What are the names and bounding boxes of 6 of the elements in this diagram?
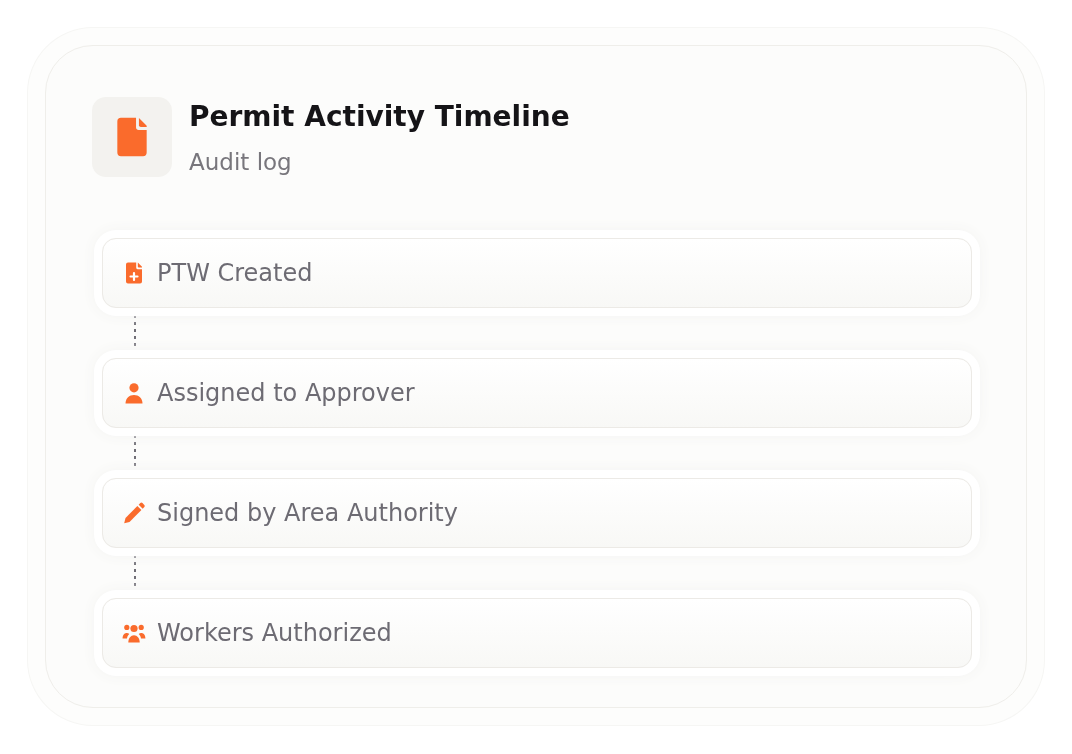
step-label: Signed by Area Authority xyxy=(157,497,458,528)
card-subtitle: Audit log xyxy=(189,148,292,177)
card-title: Permit Activity Timeline xyxy=(189,99,570,135)
step-label: Assigned to Approver xyxy=(157,377,415,408)
step-label: Workers Authorized xyxy=(157,617,392,648)
step-label: PTW Created xyxy=(157,257,313,288)
